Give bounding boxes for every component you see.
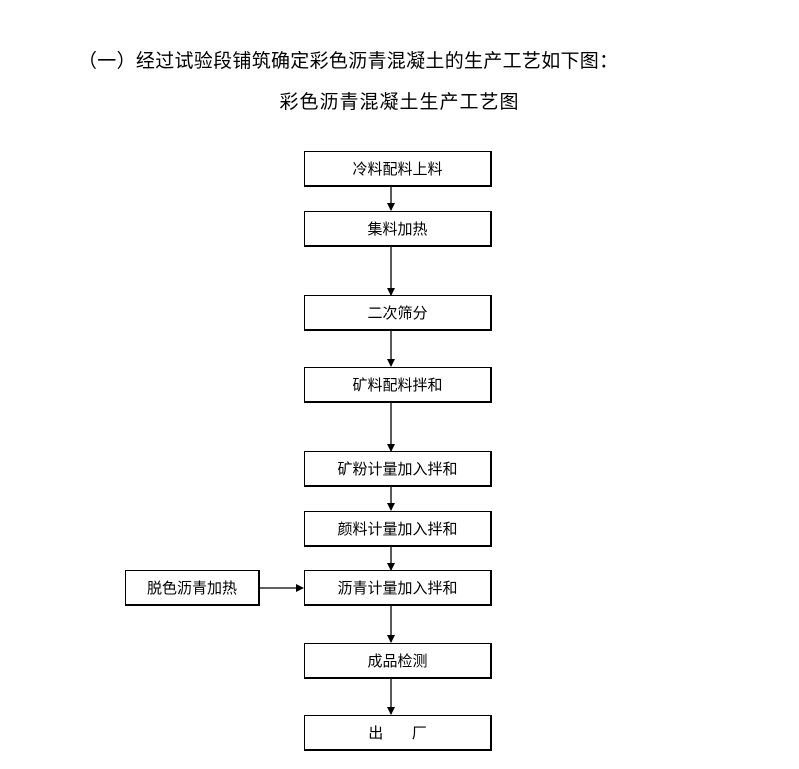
step-cold-feed-loading: 冷料配料上料: [304, 151, 492, 187]
step-asphalt-metering-mixing: 沥青计量加入拌和: [304, 570, 492, 606]
step-leave-plant: 出 厂: [304, 715, 492, 751]
side-input-decolored-asphalt-heating: 脱色沥青加热: [125, 570, 260, 606]
step-mineral-batching-mixing: 矿料配料拌和: [304, 367, 492, 403]
step-pigment-metering-mixing: 颜料计量加入拌和: [304, 511, 492, 547]
diagram-title: 彩色沥青混凝土生产工艺图: [279, 91, 520, 113]
step-secondary-screening: 二次筛分: [304, 295, 492, 331]
section-heading: （一）经过试验段铺筑确定彩色沥青混凝土的生产工艺如下图：: [78, 50, 619, 72]
step-filler-metering-mixing: 矿粉计量加入拌和: [304, 451, 492, 487]
step-aggregate-heating: 集料加热: [304, 211, 492, 247]
step-product-inspection: 成品检测: [304, 643, 492, 679]
